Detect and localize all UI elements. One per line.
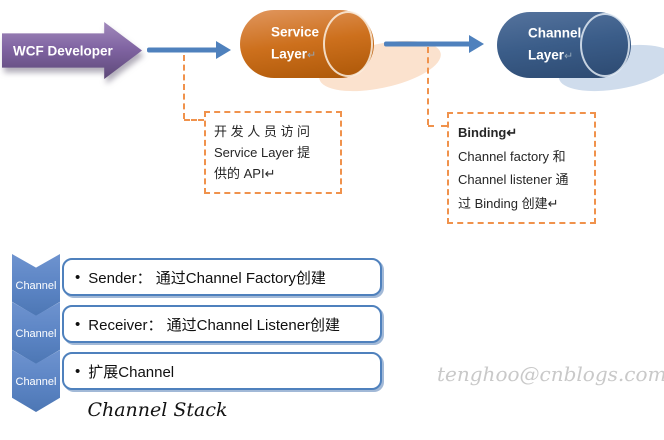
arrow-head-icon: [216, 41, 231, 59]
chevron-label: Channel: [15, 328, 57, 340]
arrow-shaft: [384, 41, 471, 47]
bullet-icon: •: [75, 268, 81, 286]
callout-connector-right: [427, 47, 429, 125]
note-line: 开 发 人 员 访 问: [214, 124, 311, 139]
stack-row-sender: • Sender： 通过Channel Factory创建: [62, 258, 382, 296]
note-line: Channel factory 和: [458, 148, 566, 164]
callout-connector-right-elbow: [428, 125, 447, 127]
callout-connector-left: [183, 55, 185, 119]
api-access-note: 开 发 人 员 访 问 Service Layer 提 供的 API↵: [204, 111, 342, 194]
stack-row-text: Receiver： 通过Channel Listener创建: [88, 316, 341, 334]
service-layer-label: Service Layer↵: [271, 24, 320, 62]
stack-row-text: 扩展Channel: [88, 363, 175, 381]
stack-row-extend: • 扩展Channel: [62, 352, 382, 390]
stack-row-text: Sender： 通过Channel Factory创建: [88, 269, 326, 287]
arrow-service-to-channel: [384, 35, 484, 53]
arrow-shaft: [147, 47, 218, 53]
return-mark-icon: ↵: [564, 50, 574, 63]
arrow-developer-to-service: [147, 41, 231, 59]
note-line: 过 Binding 创建↵: [458, 195, 559, 211]
wcf-developer-label: WCF Developer: [13, 43, 113, 58]
cylinder-end-cap: [580, 13, 630, 77]
note-line: Channel listener 通: [458, 172, 569, 187]
stack-row-receiver: • Receiver： 通过Channel Listener创建: [62, 305, 382, 343]
callout-connector-left-elbow: [184, 119, 204, 121]
chevron-label: Channel: [15, 280, 57, 292]
cylinder-end-cap: [323, 11, 373, 77]
channel-layer-label: Channel Layer↵: [528, 25, 582, 63]
channel-layer-cylinder: Channel Layer↵: [497, 12, 631, 78]
note-line: Service Layer 提: [214, 145, 311, 160]
service-layer-cylinder: Service Layer↵: [240, 10, 374, 78]
bullet-icon: •: [75, 362, 81, 380]
chevron-label: Channel: [15, 376, 57, 388]
arrow-head-icon: [469, 35, 484, 53]
return-mark-icon: ↵: [307, 49, 317, 62]
channel-stack-caption: Channel Stack: [87, 399, 228, 421]
wcf-developer-arrow: WCF Developer: [2, 22, 142, 79]
bullet-icon: •: [75, 315, 81, 333]
binding-note-title: Binding↵: [458, 125, 518, 140]
note-line: 供的 API↵: [214, 166, 276, 181]
watermark: tenghoo@cnblogs.com: [437, 362, 664, 386]
binding-note: Binding↵ Channel factory 和 Channel liste…: [447, 112, 596, 224]
